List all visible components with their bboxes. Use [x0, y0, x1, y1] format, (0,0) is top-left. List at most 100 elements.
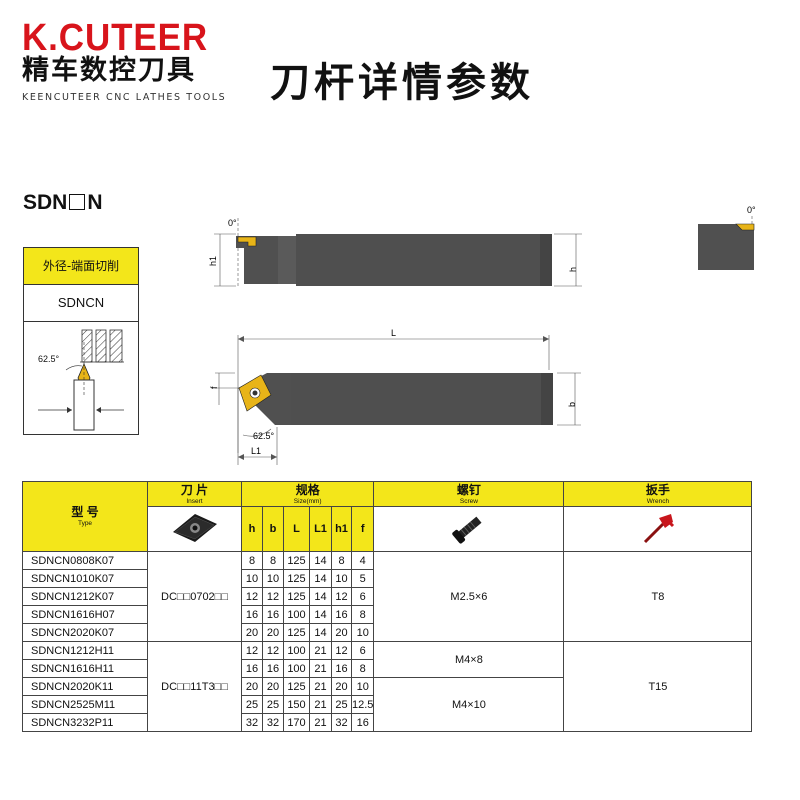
- size-cell: 6: [350, 641, 375, 660]
- size-col-h1: h1: [331, 506, 352, 552]
- size-cell: 125: [283, 677, 310, 696]
- size-cell: 14: [309, 587, 332, 606]
- end-view-angle: 0°: [747, 205, 756, 215]
- type-cell: SDNCN1616H11: [22, 659, 148, 678]
- size-cell: 21: [309, 659, 332, 678]
- wrench-header-cn: 扳手: [645, 482, 670, 497]
- insert-header: 刀 片 Insert: [147, 481, 242, 507]
- size-cell: 150: [283, 695, 310, 714]
- type-cell: SDNCN2525M11: [22, 695, 148, 714]
- size-cell: 12: [241, 641, 263, 660]
- size-cell: 5: [350, 569, 375, 588]
- size-header: 规格 Size(mm): [240, 481, 375, 507]
- table-row: SDNCN2020K11 20 20 125 21 20 10 M4×10: [22, 677, 752, 732]
- placeholder-box: [69, 194, 86, 210]
- screw-header: 螺钉 Screw: [373, 481, 565, 507]
- wrench-header: 扳手 Wrench: [563, 481, 753, 507]
- angle-label: 62.5°: [253, 431, 275, 441]
- size-cell: 16: [241, 605, 263, 624]
- size-cell: 16: [331, 659, 352, 678]
- insert-header-en: Insert: [186, 497, 203, 505]
- size-cell: 32: [241, 713, 263, 732]
- size-cell: 25: [262, 695, 284, 714]
- size-cell: 125: [283, 569, 310, 588]
- type-header-en: Type: [77, 520, 93, 527]
- size-cell: 10: [262, 569, 284, 588]
- size-col-f: f: [350, 506, 375, 552]
- type-cell: SDNCN1212H11: [22, 641, 148, 660]
- insert-header-cn: 刀 片: [180, 482, 209, 497]
- tool-side-view: L f b L1 62.5°: [209, 328, 581, 465]
- table-row: SDNCN1616H11 16 16 100 21 16 8: [22, 659, 752, 678]
- size-cell: 25: [241, 695, 263, 714]
- size-col-h: h: [241, 506, 263, 552]
- table-row: SDNCN1616H07 16 16 100 14 16 8: [22, 605, 752, 624]
- size-cell: 14: [309, 623, 332, 642]
- size-cell: 16: [262, 659, 284, 678]
- type-cell: SDNCN0808K07: [22, 551, 148, 570]
- size-cell: 14: [309, 569, 332, 588]
- brand-chinese-name: 精车数控刀具: [22, 55, 196, 86]
- insert-cell: DC□□0702□□: [147, 551, 242, 642]
- size-cell: 16: [262, 605, 284, 624]
- b-label: b: [567, 402, 577, 407]
- f-label: f: [209, 386, 219, 389]
- wrench-icon: [643, 513, 674, 543]
- insert-icon: [172, 513, 217, 542]
- type-cell: SDNCN3232P11: [22, 713, 148, 732]
- size-cell: 10: [241, 569, 263, 588]
- operation-card: 外径-端面切削 SDNCN 62.5°: [23, 247, 139, 435]
- size-cell: 125: [283, 551, 310, 570]
- size-cell: 12.5: [350, 695, 375, 714]
- size-cell: 100: [283, 659, 310, 678]
- size-cell: 12: [331, 587, 352, 606]
- size-cell: 12: [331, 641, 352, 660]
- type-cell: SDNCN1010K07: [22, 569, 148, 588]
- brand-logo: K.CUTEER: [22, 17, 209, 59]
- type-cell: SDNCN1212K07: [22, 587, 148, 606]
- size-cell: 16: [241, 659, 263, 678]
- table-row: SDNCN3232P11 32 32 170 21 32 16: [22, 713, 752, 732]
- screw-cell: M4×10: [373, 677, 565, 732]
- size-cell: 12: [241, 587, 263, 606]
- size-cell: 16: [331, 605, 352, 624]
- operation-model: SDNCN: [24, 285, 138, 322]
- h1-label: h1: [208, 256, 218, 266]
- size-cell: 4: [350, 551, 375, 570]
- size-col-l: L: [283, 506, 310, 552]
- model-code: SDN N: [23, 190, 103, 216]
- screw-icon: [452, 516, 482, 543]
- size-cell: 100: [283, 605, 310, 624]
- spec-table: 型 号 Type 刀 片 Insert 规格 Size(mm) 螺钉 Screw…: [22, 481, 753, 732]
- size-cell: 12: [262, 587, 284, 606]
- operation-diagram: 62.5°: [38, 329, 124, 431]
- screw-image-cell: [373, 506, 565, 552]
- size-cell: 14: [309, 605, 332, 624]
- top-view-angle: 0°: [228, 218, 237, 228]
- size-cell: 20: [241, 677, 263, 696]
- size-cell: 170: [283, 713, 310, 732]
- screw-cell: M2.5×6: [373, 551, 565, 642]
- model-prefix: SDN: [23, 191, 68, 214]
- wrench-header-en: Wrench: [646, 497, 670, 505]
- size-cell: 20: [331, 623, 352, 642]
- size-cell: 10: [350, 677, 375, 696]
- size-cell: 20: [331, 677, 352, 696]
- type-cell: SDNCN2020K11: [22, 677, 148, 696]
- size-cell: 21: [309, 713, 332, 732]
- size-cell: 21: [309, 641, 332, 660]
- table-row: SDNCN1212H11 DC□□11T3□□ 12 12 100 21 12 …: [22, 641, 753, 732]
- h-label: h: [568, 267, 578, 272]
- size-cell: 32: [262, 713, 284, 732]
- insert-cell: DC□□11T3□□: [147, 641, 242, 732]
- l1-label: L1: [251, 446, 261, 456]
- size-cell: 100: [283, 641, 310, 660]
- size-col-b: b: [262, 506, 284, 552]
- size-cell: 21: [309, 695, 332, 714]
- size-cell: 8: [241, 551, 263, 570]
- tool-end-view: 0°: [698, 205, 756, 270]
- size-header-cn: 规格: [295, 482, 320, 497]
- type-cell: SDNCN1616H07: [22, 605, 148, 624]
- screw-cell: M4×8: [373, 641, 565, 678]
- model-suffix: N: [87, 191, 103, 214]
